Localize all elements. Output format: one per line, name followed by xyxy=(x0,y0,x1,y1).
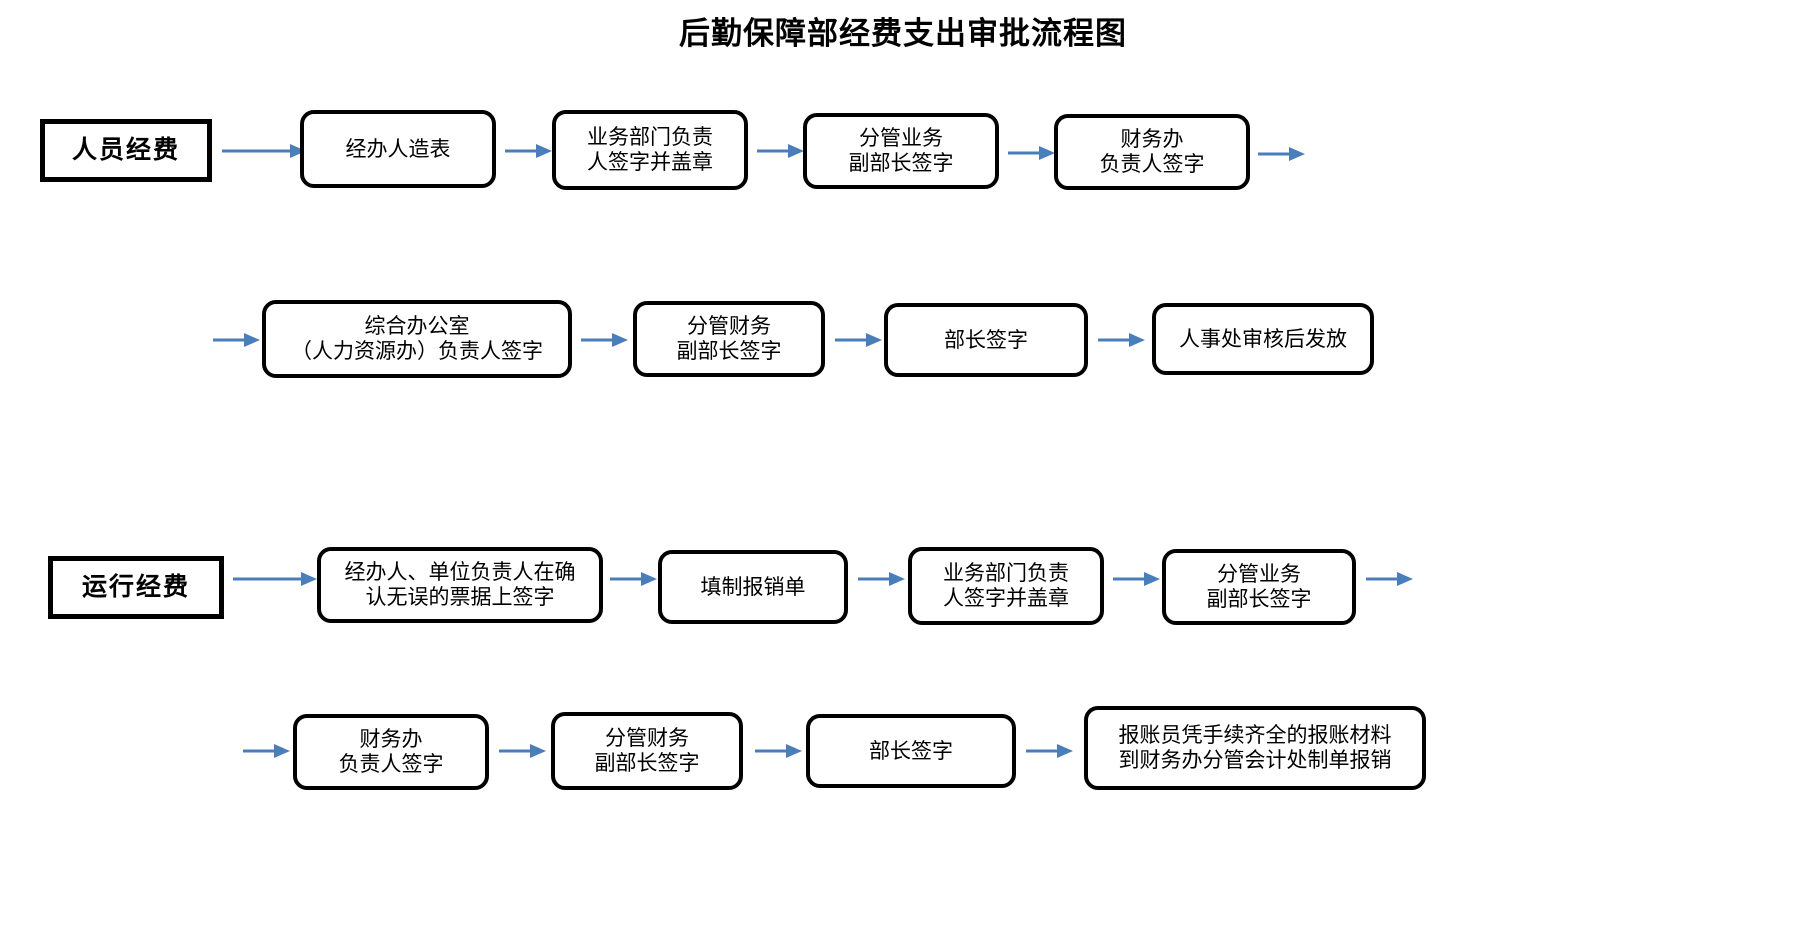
node-operating-category[interactable]: 运行经费 xyxy=(48,556,224,619)
arrow-operating-1 xyxy=(233,570,317,588)
arrow-personnel-2 xyxy=(505,142,552,160)
node-label: 分管业务 副部长签字 xyxy=(848,126,954,175)
arrow-operating-5 xyxy=(499,742,546,760)
arrow-operating-6 xyxy=(755,742,802,760)
node-operating-step-7[interactable]: 部长签字 xyxy=(806,714,1016,788)
node-label: 人员经费 xyxy=(71,135,180,164)
node-operating-step-3[interactable]: 业务部门负责 人签字并盖章 xyxy=(908,547,1104,625)
arrow-personnel-row1-trailing xyxy=(1258,145,1305,163)
node-operating-step-2[interactable]: 填制报销单 xyxy=(658,550,848,624)
node-label: 分管财务 副部长签字 xyxy=(594,726,700,775)
arrow-personnel-row2-leading xyxy=(213,331,260,349)
arrow-operating-row2-leading xyxy=(243,742,290,760)
node-personnel-category[interactable]: 人员经费 xyxy=(40,119,212,182)
node-label: 分管财务 副部长签字 xyxy=(676,314,782,363)
arrow-operating-row1-trailing xyxy=(1366,570,1413,588)
node-label: 人事处审核后发放 xyxy=(1179,326,1347,351)
arrow-operating-7 xyxy=(1026,742,1073,760)
node-operating-step-4[interactable]: 分管业务 副部长签字 xyxy=(1162,549,1356,625)
arrow-personnel-3 xyxy=(757,142,804,160)
node-personnel-step-6[interactable]: 分管财务 副部长签字 xyxy=(633,301,825,377)
node-operating-step-6[interactable]: 分管财务 副部长签字 xyxy=(551,712,743,790)
node-label: 业务部门负责 人签字并盖章 xyxy=(587,125,713,174)
arrow-operating-4 xyxy=(1113,570,1160,588)
node-label: 填制报销单 xyxy=(700,574,806,599)
page-title: 后勤保障部经费支出审批流程图 xyxy=(679,16,1127,51)
node-personnel-step-1[interactable]: 经办人造表 xyxy=(300,110,496,188)
node-operating-step-5[interactable]: 财务办 负责人签字 xyxy=(293,714,489,790)
arrow-operating-3 xyxy=(858,570,905,588)
arrow-personnel-6 xyxy=(835,331,882,349)
arrow-personnel-1 xyxy=(222,142,306,160)
node-label: 财务办 负责人签字 xyxy=(1099,127,1205,176)
arrow-personnel-5 xyxy=(581,331,628,349)
node-label: 经办人造表 xyxy=(345,136,451,161)
node-label: 运行经费 xyxy=(81,572,190,601)
node-label: 经办人、单位负责人在确 认无误的票据上签字 xyxy=(344,560,576,609)
node-personnel-step-5[interactable]: 综合办公室 （人力资源办）负责人签字 xyxy=(262,300,572,378)
node-personnel-step-7[interactable]: 部长签字 xyxy=(884,303,1088,377)
node-label: 财务办 负责人签字 xyxy=(338,727,444,776)
arrow-personnel-7 xyxy=(1098,331,1145,349)
node-label: 综合办公室 （人力资源办）负责人签字 xyxy=(291,314,543,363)
arrow-personnel-4 xyxy=(1008,144,1055,162)
node-label: 报账员凭手续齐全的报账材料 到财务办分管会计处制单报销 xyxy=(1118,723,1392,772)
node-operating-step-8[interactable]: 报账员凭手续齐全的报账材料 到财务办分管会计处制单报销 xyxy=(1084,706,1426,790)
node-label: 分管业务 副部长签字 xyxy=(1206,562,1312,611)
node-operating-step-1[interactable]: 经办人、单位负责人在确 认无误的票据上签字 xyxy=(317,547,603,623)
node-label: 部长签字 xyxy=(944,327,1028,352)
arrow-operating-2 xyxy=(610,570,657,588)
node-personnel-step-2[interactable]: 业务部门负责 人签字并盖章 xyxy=(552,110,748,190)
node-personnel-step-8[interactable]: 人事处审核后发放 xyxy=(1152,303,1374,375)
node-label: 部长签字 xyxy=(869,738,953,763)
node-label: 业务部门负责 人签字并盖章 xyxy=(943,561,1069,610)
node-personnel-step-3[interactable]: 分管业务 副部长签字 xyxy=(803,113,999,189)
node-personnel-step-4[interactable]: 财务办 负责人签字 xyxy=(1054,114,1250,190)
